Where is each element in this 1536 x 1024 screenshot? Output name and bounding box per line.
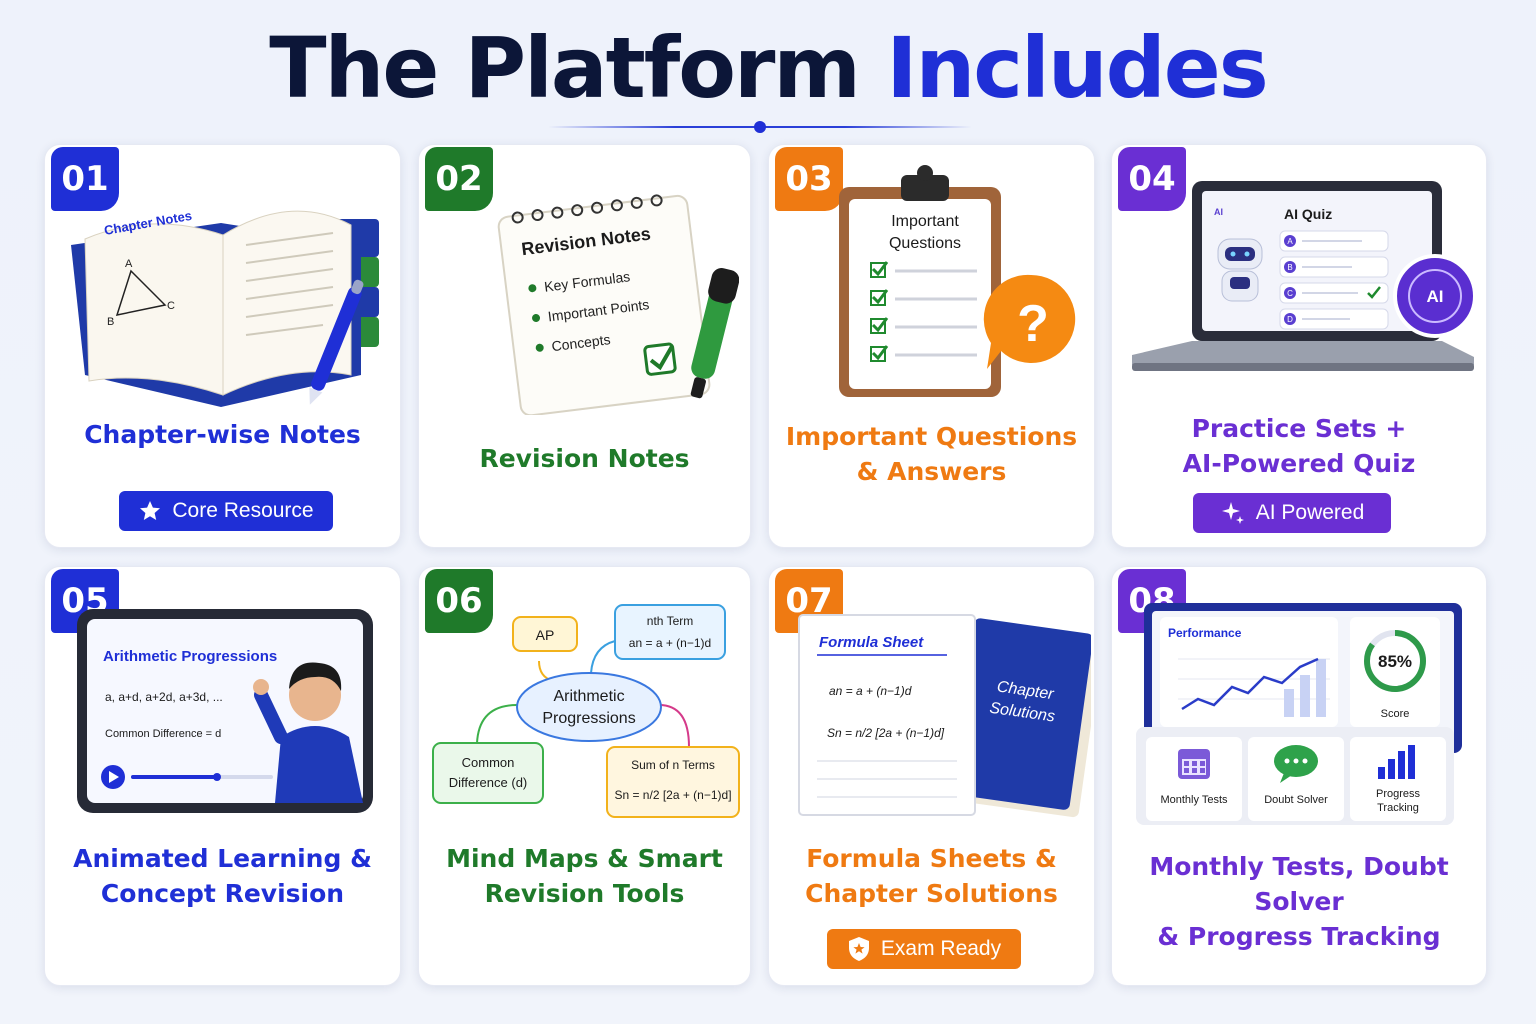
svg-text:D: D: [1287, 315, 1293, 324]
card-label: Practice Sets +AI-Powered Quiz: [1182, 414, 1416, 478]
score-ring: [1364, 630, 1426, 692]
mind-map-icon: AP nth Term an = a + (n−1)d Arithmetic P…: [432, 604, 740, 818]
svg-text:Progressions: Progressions: [542, 710, 635, 727]
svg-text:C: C: [167, 300, 175, 312]
exam-ready-badge[interactable]: Exam Ready: [827, 929, 1021, 969]
formula-sheet-title: Formula Sheet: [819, 634, 924, 651]
card-label: Formula Sheets &Chapter Solutions: [805, 844, 1058, 908]
bar-chart-icon: [1378, 745, 1415, 779]
performance-label: Performance: [1168, 626, 1242, 640]
ai-powered-badge[interactable]: AI Powered: [1193, 493, 1391, 533]
svg-text:Difference (d): Difference (d): [449, 775, 528, 790]
ai-brain-icon: AI: [1393, 254, 1477, 338]
notepad-icon: Revision Notes Key Formulas Important Po…: [497, 194, 739, 415]
card-number: 04: [1118, 147, 1186, 211]
shield-star-icon: [848, 937, 869, 961]
card-revision-notes[interactable]: 02 Revision Notes Key Formulas Important…: [418, 144, 751, 548]
laptop-icon: AI AI Quiz A B C D: [1132, 181, 1474, 371]
page-title: The Platform Includes: [0, 18, 1536, 118]
svg-text:Sn = n/2 [2a + (n−1)d]: Sn = n/2 [2a + (n−1)d]: [827, 726, 945, 740]
card-label: Chapter-wise Notes: [84, 420, 361, 449]
tablet-video-icon: Arithmetic Progressions a, a+d, a+2d, a+…: [77, 609, 373, 813]
svg-text:an = a + (n−1)d: an = a + (n−1)d: [629, 636, 711, 650]
svg-text:Questions: Questions: [889, 235, 961, 252]
screen-chip: AI: [1214, 207, 1223, 217]
card-practice-quiz[interactable]: 04 AI AI Quiz A B C D: [1111, 144, 1487, 548]
svg-text:Score: Score: [1381, 708, 1410, 720]
svg-text:Concepts: Concepts: [551, 331, 612, 354]
core-resource-badge[interactable]: Core Resource: [119, 491, 333, 531]
svg-text:Common Difference = d: Common Difference = d: [105, 728, 221, 740]
svg-text:C: C: [1287, 289, 1293, 298]
badge-label: Exam Ready: [880, 937, 1002, 960]
video-topic: Arithmetic Progressions: [103, 648, 277, 665]
svg-text:Sum of n Terms: Sum of n Terms: [631, 758, 715, 772]
svg-text:Tracking: Tracking: [1377, 802, 1419, 814]
svg-text:Important: Important: [891, 213, 959, 230]
svg-text:A: A: [125, 258, 133, 270]
dashboard-icon: Performance 85% Score Monthly Tests Doub…: [1136, 603, 1462, 825]
sparkle-icon: [1221, 502, 1244, 524]
svg-text:a, a+d, a+2d, a+3d, ...: a, a+d, a+2d, a+3d, ...: [105, 690, 223, 704]
question-mark-icon: ?: [1017, 295, 1049, 353]
card-label: Monthly Tests, Doubt Solver& Progress Tr…: [1149, 852, 1449, 951]
title-main: The Platform: [269, 19, 861, 117]
title-accent: Includes: [886, 19, 1269, 117]
formula-sheet-icon: Chapter Solutions Formula Sheet an = a +…: [798, 614, 1091, 818]
badge-label: AI Powered: [1255, 501, 1365, 524]
card-number: 06: [425, 569, 493, 633]
svg-text:A: A: [1287, 237, 1293, 246]
calendar-icon: [1178, 749, 1210, 779]
svg-text:Progress: Progress: [1376, 788, 1421, 800]
svg-text:Sn = n/2 [2a + (n−1)d]: Sn = n/2 [2a + (n−1)d]: [614, 788, 731, 802]
card-important-questions[interactable]: 03 Important Questions ? Important Quest…: [768, 144, 1095, 548]
star-icon: [140, 501, 161, 520]
svg-text:B: B: [107, 316, 114, 328]
card-chapter-notes[interactable]: 01 Chapter Notes A B C Chapter-wise Note…: [44, 144, 401, 548]
card-number: 03: [775, 147, 843, 211]
card-label: Animated Learning &Concept Revision: [73, 844, 372, 908]
svg-text:Common: Common: [462, 755, 515, 770]
card-label: Important Questions& Answers: [785, 422, 1078, 486]
svg-text:Arithmetic: Arithmetic: [553, 688, 624, 705]
score-value: 85%: [1378, 652, 1412, 671]
teacher-illustration: [253, 662, 363, 803]
svg-text:AI: AI: [1427, 287, 1444, 306]
svg-text:B: B: [1287, 263, 1292, 272]
card-formula-sheets[interactable]: 07 Chapter Solutions Formula Sheet an = …: [768, 566, 1095, 986]
card-label: Revision Notes: [479, 444, 690, 473]
quiz-screen-title: AI Quiz: [1284, 206, 1332, 222]
svg-text:an = a + (n−1)d: an = a + (n−1)d: [829, 684, 912, 698]
svg-text:nth Term: nth Term: [647, 614, 693, 628]
chat-bubble-icon: [1274, 745, 1318, 783]
card-number: 01: [51, 147, 119, 211]
svg-text:AP: AP: [536, 627, 555, 643]
badge-label: Core Resource: [172, 499, 314, 522]
svg-text:Monthly Tests: Monthly Tests: [1160, 794, 1228, 806]
card-number: 02: [425, 147, 493, 211]
card-mind-maps[interactable]: 06 AP nth Term an = a + (n−1)d Arithmeti…: [418, 566, 751, 986]
robot-icon: [1217, 238, 1263, 302]
title-divider-dot: [754, 121, 766, 133]
clipboard-icon: Important Questions ?: [839, 165, 1076, 397]
open-book-icon: Chapter Notes A B C: [71, 208, 379, 407]
svg-text:Doubt Solver: Doubt Solver: [1264, 794, 1328, 806]
card-progress-tracking[interactable]: 08 Performance 85% Score Monthly Tests: [1111, 566, 1487, 986]
card-animated-learning[interactable]: 05 Arithmetic Progressions a, a+d, a+2d,…: [44, 566, 401, 986]
